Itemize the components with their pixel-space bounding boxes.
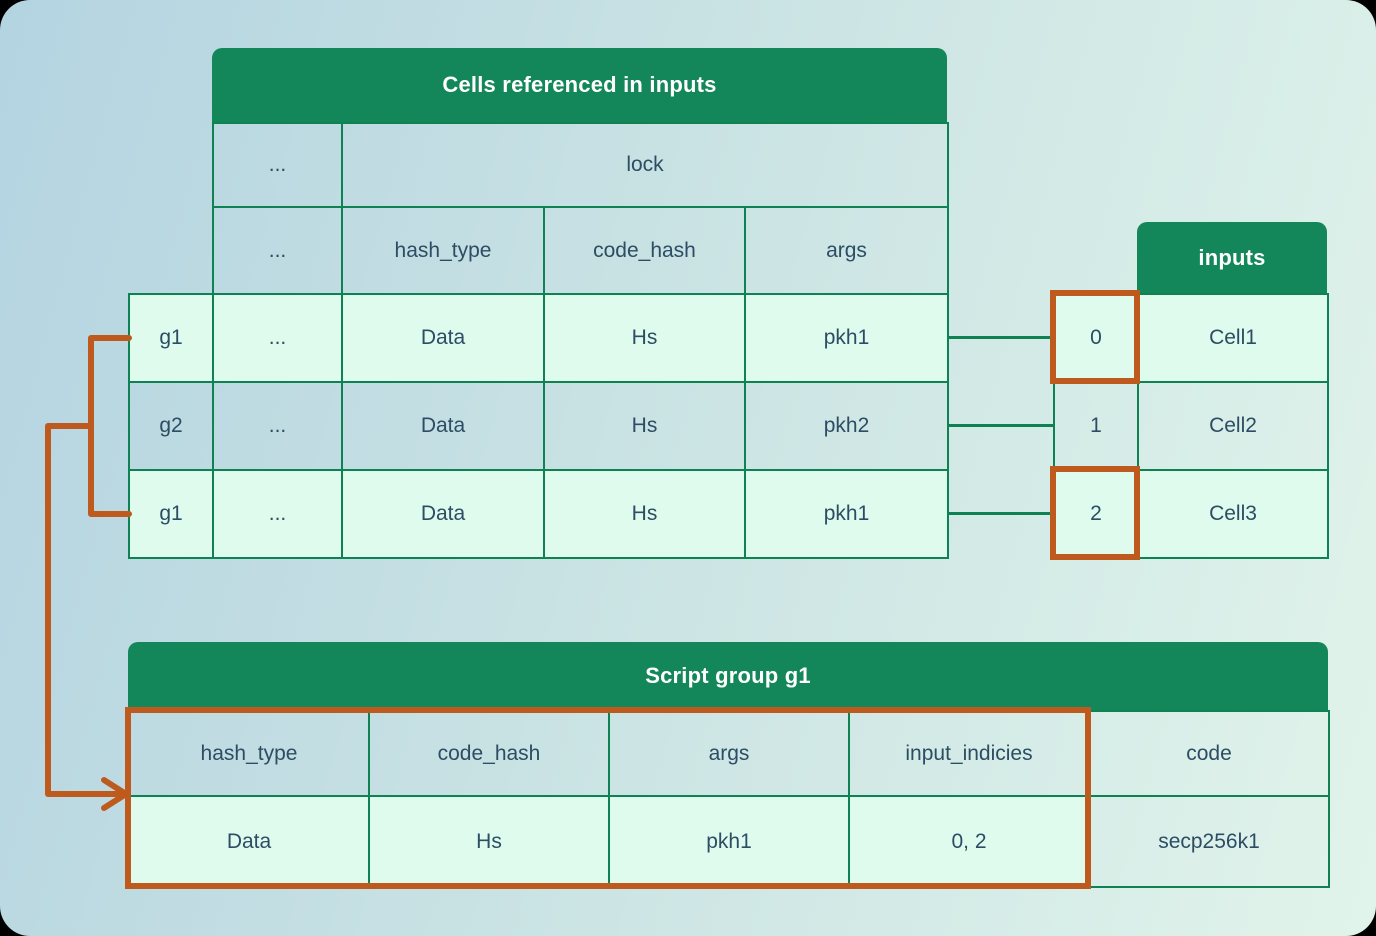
table-row: hash_type code_hash args input_indicies … [128,710,1330,797]
input-index-0: 0 [1053,293,1139,383]
table-row: Data Hs pkh1 0, 2 secp256k1 [128,795,1330,888]
cell-code-hash: Hs [368,795,610,888]
column-header-code: code [1088,710,1330,797]
column-header-hash-type: hash_type [341,206,545,295]
cell-hash-type: Data [341,381,545,471]
row-connector-line [947,424,1053,427]
cell-input: Cell2 [1137,381,1329,471]
cell-code: secp256k1 [1088,795,1330,888]
input-index-2: 2 [1053,469,1139,559]
column-header-code-hash: code_hash [543,206,746,295]
cells-table: ... lock ... hash_type code_hash args ..… [212,122,950,559]
script-group-table-title: Script group g1 [128,642,1328,710]
cell-args: pkh1 [743,293,950,383]
cell-hash-type: Data [128,795,370,888]
group-label-g2: g2 [128,381,214,471]
cell-code-hash: Hs [543,381,746,471]
table-row: ... hash_type code_hash args [212,206,950,295]
column-header-args: args [743,206,950,295]
group-label-g1: g1 [128,469,214,559]
cell-input-indicies: 0, 2 [848,795,1090,888]
cell-ellipsis: ... [212,469,343,559]
column-header-input-indicies: input_indicies [848,710,1090,797]
cell-input: Cell3 [1137,469,1329,559]
cells-table-title: Cells referenced in inputs [212,48,947,122]
column-header-args: args [608,710,850,797]
table-row: ... Data Hs pkh1 [212,293,950,383]
column-header-hash-type: hash_type [128,710,370,797]
cell-code-hash: Hs [543,469,746,559]
inputs-table-title: inputs [1137,222,1327,293]
script-group-table: hash_type code_hash args input_indicies … [128,710,1330,888]
cell-ellipsis: ... [212,381,343,471]
cell-args: pkh1 [743,469,950,559]
table-row: ... lock [212,122,950,208]
cell-input: Cell1 [1137,293,1329,383]
input-index-column: 0 1 2 [1053,293,1139,559]
arrow-icon [101,777,129,811]
input-index-1: 1 [1053,381,1139,471]
cell-lock-header: lock [340,122,950,208]
cell-args: pkh2 [743,381,950,471]
group-label-column: g1 g2 g1 [128,293,214,559]
bracket-connector [88,335,132,517]
row-connector-line [947,336,1053,339]
cell-code-hash: Hs [543,293,746,383]
cell-ellipsis: ... [212,293,343,383]
group-to-table-connector [45,423,122,797]
cell-hash-type: Data [341,469,545,559]
group-label-g1: g1 [128,293,214,383]
cell-hash-type: Data [341,293,545,383]
table-row: ... Data Hs pkh2 [212,381,950,471]
row-connector-line [947,512,1053,515]
table-row: ... Data Hs pkh1 [212,469,950,559]
column-header-code-hash: code_hash [368,710,610,797]
cell-ellipsis: ... [212,122,343,208]
cell-ellipsis: ... [212,206,343,295]
inputs-table: Cell1 Cell2 Cell3 [1137,293,1329,559]
cell-args: pkh1 [608,795,850,888]
